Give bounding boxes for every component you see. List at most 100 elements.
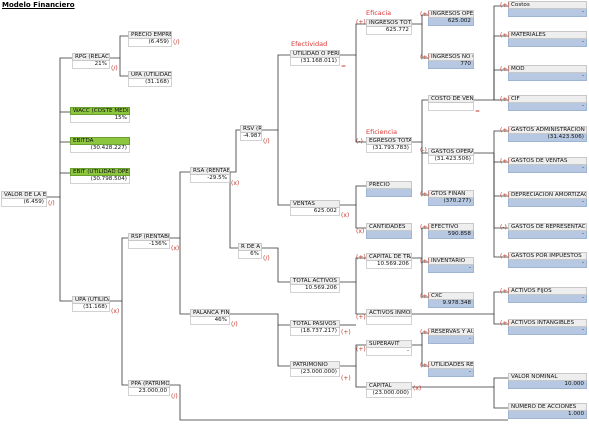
node-value: 10.569.206 [366,261,412,269]
node-total-activos[interactable]: TOTAL ACTIVOS 10.569.206 [290,277,340,293]
node-activos-intangibles[interactable]: ACTIVOS INTANGIBLES - [508,319,587,335]
node-value: (370.277) [428,198,474,206]
node-materiales[interactable]: MATERIALES - [508,31,587,47]
node-value: 625.002 [428,18,474,26]
node-value: 10.000 [508,381,587,389]
node-superavit[interactable]: SUPERAVIT - [366,340,412,356]
node-label: DEPRECIACION AMORTIZACION [508,191,587,199]
node-palanca-financiera[interactable]: PALANCA FINANCIERA 46% [190,309,230,325]
node-gastos-representacion[interactable]: GASTOS DE REPRESENTACION - [508,223,587,239]
node-total-pasivos[interactable]: TOTAL PASIVOS (18.737.217) [290,320,340,336]
node-label: CAPITAL [366,382,412,390]
node-capital-trabajo[interactable]: CAPITAL DE TRAB 10.569.206 [366,253,412,269]
node-utilidad-neta[interactable]: UTILIDAD O PERDIDA NETA (31.168.011) [290,50,340,66]
node-ventas[interactable]: VENTAS 625.002 [290,200,340,216]
node-costos[interactable]: Costos - [508,1,587,17]
operator: (+) [500,253,510,260]
node-cif[interactable]: CIF - [508,95,587,111]
operator: (+) [500,158,510,165]
node-gastos-impuestos[interactable]: GASTOS POR IMPUESTOS - [508,252,587,268]
node-rsv[interactable]: RSV (RENTABILIDAD SOBRE VENTAS) -4.987% [240,125,262,141]
node-wacc[interactable]: WACC (COSTE MEDIO PODERADO CAPITAL 15% [70,107,130,123]
node-utilidades-retenidas[interactable]: UTILIDADES RETENIDAS - [428,361,474,377]
node-label: GASTOS DE VENTAS [508,157,587,165]
node-activos-inmobili[interactable]: ACTIVOS INMOBILI [366,309,412,325]
operator: (x) [111,308,120,315]
tag-efectividad: Efectividad [291,40,328,48]
node-value: (23.000.000) [290,369,340,377]
node-label: Costos [508,1,587,9]
node-label: SUPERAVIT [366,340,412,348]
node-label: WACC (COSTE MEDIO PODERADO CAPITAL [70,107,130,115]
node-cxc[interactable]: CXC 9.978.348 [428,292,474,308]
node-gastos-ventas[interactable]: GASTOS DE VENTAS - [508,157,587,173]
operator: (+) [356,254,366,261]
node-rsp[interactable]: RSP (RENTABILIDAD SOBRE EL PATRIMONIO) -… [128,233,170,249]
node-value [366,189,412,197]
node-rpg[interactable]: RPG (RELACION PRECIO GANANCIA) 21% [72,53,110,69]
node-gastos-operacionales[interactable]: GASTOS OPERACIONALES (31.423.506) [428,148,474,164]
node-ingresos-operacional[interactable]: INGRESOS OPERACIONAL 625.002 [428,10,474,26]
node-capital[interactable]: CAPITAL (23.000.000) [366,382,412,398]
operator: (+) [420,362,430,369]
node-valor-nominal[interactable]: VALOR NOMINAL 10.000 [508,373,587,389]
node-upa-top[interactable]: UPA (UTILIDAD POR ACCION) (31.168) [128,71,172,87]
node-value: (31.168.011) [290,58,340,66]
node-label: EGRESOS TOTALES [366,137,412,145]
node-upa-bottom[interactable]: UPA (UTILIDAD POR ACCION) (31.168) [72,296,110,312]
node-activos-fijos[interactable]: ACTIVOS FIJOS - [508,287,587,303]
node-value: - [508,295,587,303]
node-mod[interactable]: MOD - [508,65,587,81]
node-cantidades[interactable]: CANTIDADES [366,223,412,239]
node-ebit[interactable]: EBIT (UTILIDAD OPERATIVA) (30.798.504) [70,168,130,184]
operator: (+) [341,329,351,336]
operator: (+) [420,293,430,300]
node-ebitda[interactable]: EBITDA (30.428.227) [70,137,130,153]
operator: (+) [500,320,510,327]
node-value: - [508,199,587,207]
operator: (/) [111,65,118,72]
operator: (/) [48,200,55,207]
node-precio[interactable]: PRECIO [366,181,412,197]
node-ingresos-totales[interactable]: INGRESOS TOTALES 625.772 [366,19,412,35]
node-label: UTILIDADES RETENIDAS [428,361,474,369]
operator: (+) [500,32,510,39]
operator: (+) [356,19,366,26]
node-value: -4.987% [240,133,262,141]
node-efectivo[interactable]: EFECTIVO 590.858 [428,223,474,239]
node-value [428,103,474,111]
node-value: (23.000.000) [366,390,412,398]
node-ppa[interactable]: PPA (PATRIMONIO POR ACCION, VALOR INTRIN… [128,380,170,396]
node-rsa[interactable]: RSA (RENTABILIDAD SOBRE ACTIVOS)(PALANCA… [190,167,230,183]
node-numero-acciones[interactable]: NUMERO DE ACCIONES 1.000 [508,403,587,419]
node-rotacion-activos[interactable]: R DE A (ROTACION DE ACTIVOS) 6% [238,243,262,259]
node-label: INGRESOS TOTALES [366,19,412,27]
node-value: (30.798.504) [70,176,130,184]
node-value: - [508,103,587,111]
node-gastos-financieros[interactable]: GTOS FINAN (370.277) [428,190,474,206]
node-patrimonio[interactable]: PATRIMONIO (23.000.000) [290,361,340,377]
node-label: GASTOS POR IMPUESTOS [508,252,587,260]
operator: (+) [500,288,510,295]
node-label: CANTIDADES [366,223,412,231]
node-label: R DE A (ROTACION DE ACTIVOS) [238,243,262,251]
node-value: (31.168) [72,304,110,312]
node-inventario[interactable]: INVENTARIO - [428,257,474,273]
operator: (+) [420,191,430,198]
node-reservas[interactable]: RESERVAS Y AUMENTO K - [428,328,474,344]
node-label: RESERVAS Y AUMENTO K [428,328,474,336]
node-precio-empresa[interactable]: PRECIO EMPRESA EN EL MERCADO (6.459) [128,31,172,47]
node-depreciacion[interactable]: DEPRECIACION AMORTIZACION - [508,191,587,207]
node-egresos-totales[interactable]: EGRESOS TOTALES (31.793.783) [366,137,412,153]
node-ingresos-no-operacionales[interactable]: INGRESOS NO OPERACIONALES 770 [428,53,474,69]
operator: = [341,63,347,70]
node-value: - [508,327,587,335]
node-label: UTILIDAD O PERDIDA NETA [290,50,340,58]
node-value: - [508,9,587,17]
node-valor-empresa[interactable]: VALOR DE LA EMPRESA (6.459) [1,191,47,207]
node-gastos-administracion[interactable]: GASTOS ADMINISTRACION (31.423.506) [508,126,587,142]
node-costo-ventas[interactable]: COSTO DE VENTAS [428,95,474,111]
operator: (+) [420,224,430,231]
node-label: CXC [428,292,474,300]
